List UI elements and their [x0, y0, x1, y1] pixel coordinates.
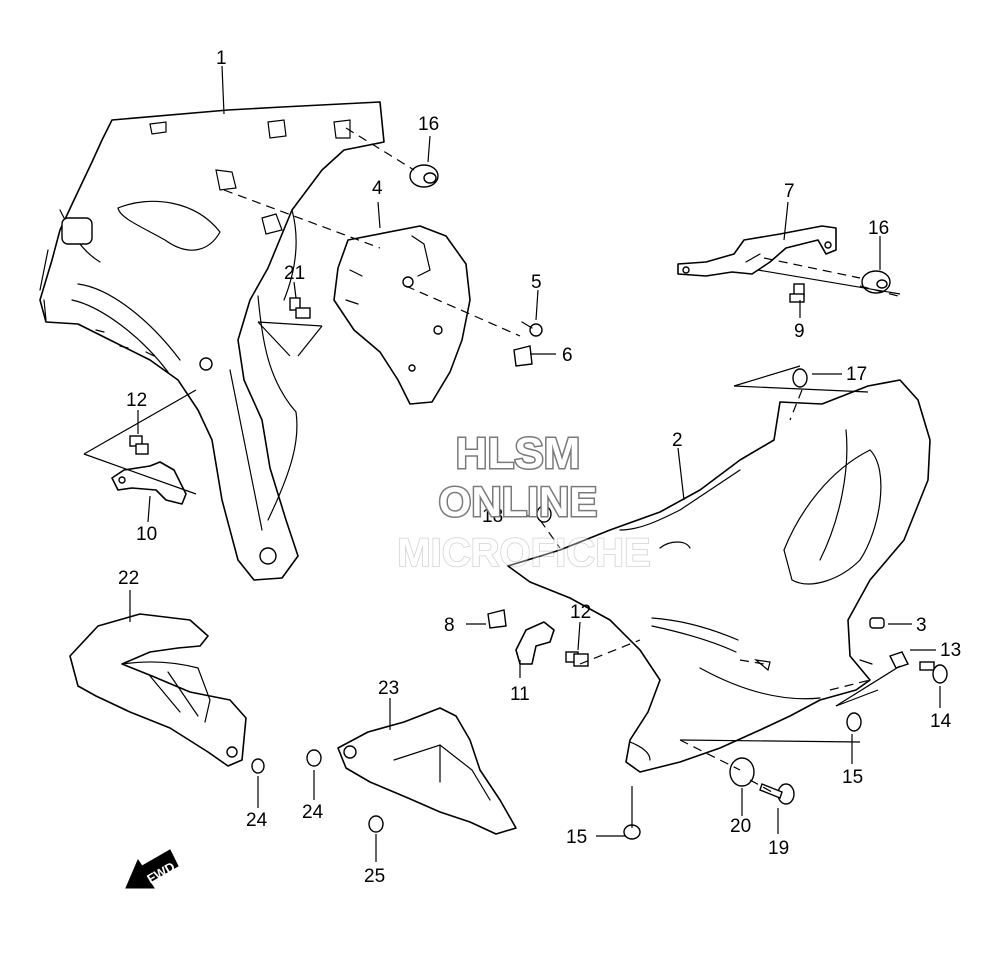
callout-21: 21	[284, 263, 305, 284]
callout-5: 5	[531, 272, 542, 293]
watermark-line-3: MICROFICHE	[397, 531, 650, 575]
part-1-left-under-cowling[interactable]	[39, 101, 385, 581]
callout-25: 25	[364, 866, 385, 887]
callout-24-right: 24	[302, 802, 324, 823]
callout-16-left: 16	[418, 114, 439, 135]
part-12-bolt-right[interactable]	[565, 651, 589, 667]
callout-15-right: 15	[842, 767, 863, 788]
callout-13: 13	[940, 640, 961, 661]
callout-6: 6	[562, 345, 573, 366]
part-4-inner-panel[interactable]	[333, 225, 471, 405]
part-16-grommet-left[interactable]	[409, 164, 439, 188]
callout-16-right: 16	[868, 218, 889, 239]
watermark-line-2: ONLINE	[439, 478, 598, 525]
callout-3: 3	[916, 615, 927, 636]
callout-8: 8	[444, 615, 455, 636]
reference-outlines	[83, 269, 901, 743]
callout-14: 14	[930, 711, 952, 732]
part-15-fastener-right[interactable]	[846, 712, 862, 732]
callout-labels: 1 2 3 4 5 6 7 8 9 10 11 12 12 13 14 15 1…	[118, 48, 961, 887]
callout-18: 18	[482, 506, 503, 527]
callout-7: 7	[784, 181, 795, 202]
part-22-lower-cover[interactable]	[69, 613, 247, 767]
part-17-screw[interactable]	[792, 368, 808, 388]
callout-24-left: 24	[246, 810, 268, 831]
watermark: HLSM ONLINE MICROFICHE	[397, 428, 652, 576]
part-19-bolt[interactable]	[759, 783, 795, 805]
callout-11: 11	[510, 684, 530, 705]
part-12-bolt-left[interactable]	[129, 435, 149, 455]
part-8-nut[interactable]	[487, 609, 507, 629]
callout-1: 1	[216, 48, 227, 69]
part-7-bracket[interactable]	[677, 225, 837, 277]
callout-19: 19	[768, 838, 789, 859]
part-25-fastener[interactable]	[368, 815, 384, 833]
part-21-bolt[interactable]	[289, 297, 311, 319]
part-9-bolt[interactable]	[789, 283, 805, 303]
callout-10: 10	[136, 524, 157, 545]
watermark-line-1: HLSM	[456, 429, 581, 478]
part-10-bracket[interactable]	[111, 461, 187, 505]
callout-17: 17	[846, 364, 867, 385]
callout-leaders	[129, 65, 941, 862]
part-13-clip[interactable]	[889, 651, 909, 669]
part-11-bracket[interactable]	[515, 621, 555, 665]
callout-4: 4	[372, 178, 383, 199]
part-6-nut[interactable]	[513, 345, 533, 367]
part-18-screw[interactable]	[536, 505, 552, 523]
part-14-bolt[interactable]	[919, 661, 948, 684]
callout-12-right: 12	[570, 602, 591, 623]
part-5-screw[interactable]	[521, 321, 543, 337]
part-24-fastener-right[interactable]	[306, 749, 322, 767]
part-16-grommet-right[interactable]	[861, 270, 891, 294]
part-2-right-under-cowling[interactable]	[507, 379, 931, 773]
callout-22: 22	[118, 568, 139, 589]
callout-2: 2	[672, 430, 683, 451]
callout-9: 9	[794, 321, 805, 342]
part-23-lower-cover[interactable]	[337, 707, 517, 835]
part-20-grommet[interactable]	[729, 757, 755, 787]
assembly-lines	[223, 127, 899, 793]
callout-15-lower: 15	[566, 827, 587, 848]
callout-12-left: 12	[126, 390, 147, 411]
callout-20: 20	[730, 816, 751, 837]
part-3-grommet[interactable]	[869, 617, 885, 629]
fwd-arrow: FWD	[125, 849, 179, 889]
callout-23: 23	[378, 678, 399, 699]
part-24-fastener-left[interactable]	[251, 758, 265, 774]
